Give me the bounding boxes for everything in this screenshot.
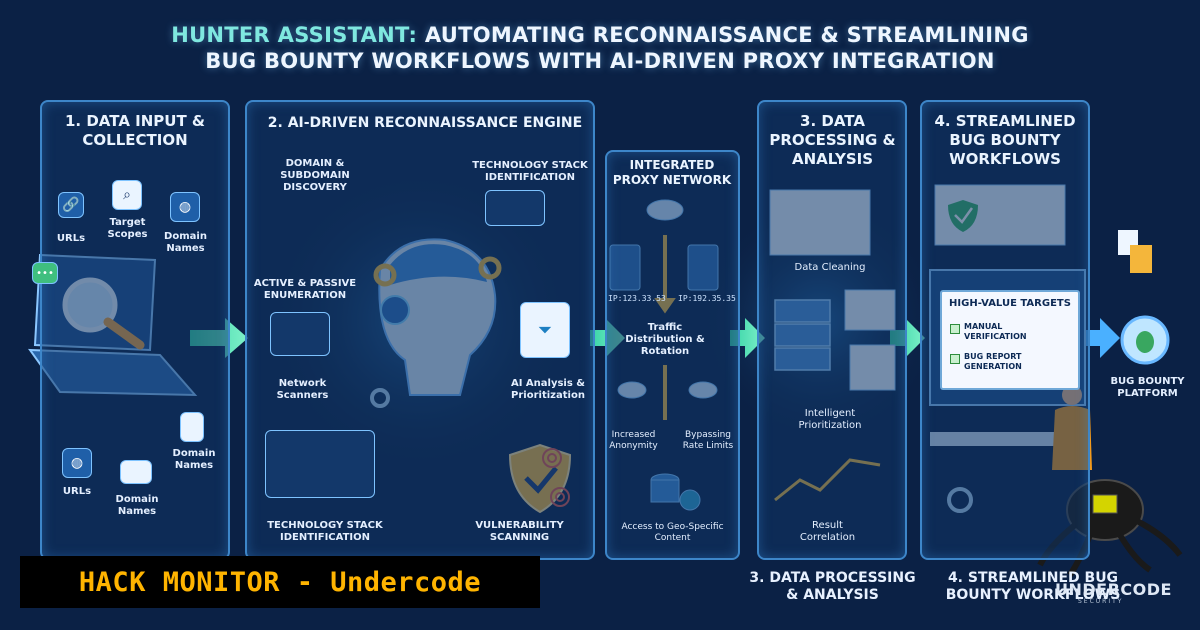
label-tech-stack-bottom: TECHNOLOGY STACK IDENTIFICATION xyxy=(267,520,383,543)
label-vuln-scanning: VULNERABILITY SCANNING xyxy=(475,520,564,543)
label-domain-names-right: Domain Names xyxy=(172,448,216,471)
label-ai-analysis: AI Analysis & Prioritization xyxy=(510,378,586,401)
ip-left-label: IP:123.33.53 xyxy=(608,294,666,303)
document-icon xyxy=(180,412,204,442)
link-icon: 🔗 xyxy=(58,192,84,218)
undercode-logo-tagline: SECURITY xyxy=(1078,598,1124,605)
label-bypass: Bypassing Rate Limits xyxy=(682,430,734,451)
proxy-title: INTEGRATED PROXY NETWORK xyxy=(612,158,732,187)
page-title: HUNTER ASSISTANT: AUTOMATING RECONNAISSA… xyxy=(0,22,1200,74)
hack-monitor-banner: HACK MONITOR - Undercode xyxy=(20,556,540,608)
label-traffic: Traffic Distribution & Rotation xyxy=(625,322,705,357)
bottom-label-workflows: 4. STREAMLINED BUG BOUNTY WORKFLOWS xyxy=(945,570,1121,603)
window-icon xyxy=(120,460,152,484)
label-domain-names-top: Domain Names xyxy=(164,231,207,254)
checkbox-manual xyxy=(950,324,960,334)
globe-icon-bottom: ◍ xyxy=(62,448,92,478)
item-report: BUG REPORT GENERATION xyxy=(964,352,1022,371)
panel1-title: 1. DATA INPUT & COLLECTION xyxy=(65,112,205,149)
label-bug-bounty-platform: BUG BOUNTY PLATFORM xyxy=(1110,376,1185,399)
high-value-targets-card: HIGH-VALUE TARGETS MANUAL VERIFICATION B… xyxy=(940,290,1080,390)
funnel-icon: ⏷ xyxy=(520,302,570,358)
label-target-scopes: Target Scopes xyxy=(107,217,148,240)
item-manual: MANUAL VERIFICATION xyxy=(964,322,1027,341)
code-editor-icon xyxy=(265,430,375,498)
search-icon: ⌕ xyxy=(112,180,142,210)
label-active-passive: ACTIVE & PASSIVE ENUMERATION xyxy=(253,278,357,301)
label-geo: Access to Geo-Specific Content xyxy=(621,522,724,543)
network-scanner-icon xyxy=(270,312,330,356)
title-accent: HUNTER ASSISTANT: xyxy=(171,23,418,47)
label-intelligent-prioritization: Intelligent Prioritization xyxy=(798,408,862,431)
code-window-icon xyxy=(485,190,545,226)
label-result-correlation: Result Correlation xyxy=(799,520,856,543)
bug-platform-illustration xyxy=(1118,230,1170,365)
label-domain-names-mid: Domain Names xyxy=(115,494,159,517)
label-data-cleaning: Data Cleaning xyxy=(794,262,866,273)
bottom-label-processing: 3. DATA PROCESSING & ANALYSIS xyxy=(749,570,916,603)
label-urls-top: URLs xyxy=(56,233,86,244)
chat-icon: ••• xyxy=(32,262,58,284)
banner-text: HACK MONITOR - Undercode xyxy=(78,566,482,598)
panel-data-processing xyxy=(757,100,907,560)
high-value-title: HIGH-VALUE TARGETS xyxy=(949,298,1071,309)
ip-right-label: IP:192.35.35 xyxy=(678,294,736,303)
globe-icon: ◍ xyxy=(170,192,200,222)
title-line2: BUG BOUNTY WORKFLOWS WITH AI-DRIVEN PROX… xyxy=(205,49,995,73)
panel2-title: 2. AI-DRIVEN RECONNAISSANCE ENGINE xyxy=(267,115,583,131)
undercode-logo-text: UNDERCODE xyxy=(1055,580,1172,599)
label-anonymity: Increased Anonymity xyxy=(609,430,658,451)
label-domain-discovery: DOMAIN & SUBDOMAIN DISCOVERY xyxy=(280,158,350,193)
panel4-title: 4. STREAMLINED BUG BOUNTY WORKFLOWS xyxy=(934,112,1076,168)
label-urls-bottom: URLs xyxy=(62,486,92,497)
title-line1: AUTOMATING RECONNAISSANCE & STREAMLINING xyxy=(417,23,1029,47)
checkbox-report xyxy=(950,354,960,364)
panel3-title: 3. DATA PROCESSING & ANALYSIS xyxy=(769,112,896,168)
label-tech-stack-top: TECHNOLOGY STACK IDENTIFICATION xyxy=(472,160,588,183)
panel-proxy-network xyxy=(605,150,740,560)
label-network-scanners: Network Scanners xyxy=(276,378,329,401)
